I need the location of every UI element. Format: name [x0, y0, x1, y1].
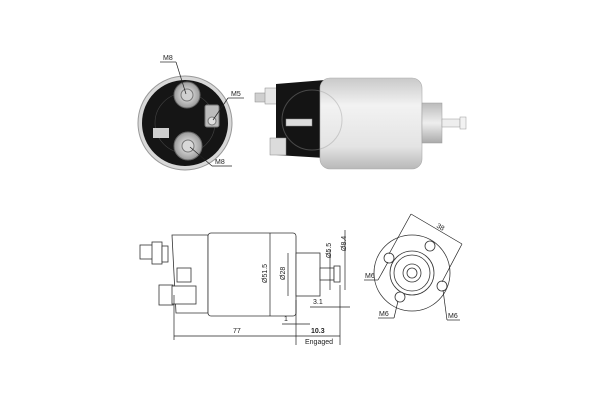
dim-bolt-spacing: 38: [435, 223, 445, 233]
side-view-drawing: Ø51.5 Ø28 Ø5.5 Ø8.4 77 1 10.3 Engaged 3.…: [139, 230, 350, 346]
end-view-photo: M8 M5 M8: [137, 55, 244, 171]
label-m8-top: M8: [163, 55, 173, 62]
dim-tip-length: 3.1: [313, 299, 323, 306]
label-m6-right: M6: [448, 313, 458, 320]
label-m6-bottom: M6: [379, 311, 389, 318]
bolt-hole-icon: [383, 252, 395, 264]
dim-step: 1: [284, 316, 288, 323]
dim-tip-diameter: Ø8.4: [341, 236, 348, 251]
bolt-hole-icon: [394, 291, 406, 303]
dim-engaged-label: Engaged: [305, 339, 333, 346]
bolt-hole-icon: [424, 240, 436, 252]
dim-body-diameter: Ø51.5: [262, 264, 269, 283]
plunger-housing: [421, 102, 443, 144]
side-terminal-icon: [204, 104, 220, 128]
label-m8-bottom: M8: [215, 159, 225, 166]
top-terminal-icon: [173, 81, 201, 109]
dim-plunger-diameter: Ø5.5: [326, 243, 333, 258]
side-view-photo: [254, 77, 467, 170]
label-m6-left: M6: [365, 273, 375, 280]
dim-overall-length: 77: [233, 328, 241, 335]
watermark-icon: [281, 89, 343, 151]
solenoid-body: [319, 77, 423, 170]
dim-flange-diameter: Ø28: [280, 267, 287, 280]
front-view-drawing: 38 M6 M6 M6: [364, 213, 463, 321]
bottom-terminal-icon: [153, 128, 203, 161]
bolt-hole-icon: [436, 280, 448, 292]
dim-engaged-travel: 10.3: [311, 328, 325, 335]
label-m5: M5: [231, 91, 241, 98]
